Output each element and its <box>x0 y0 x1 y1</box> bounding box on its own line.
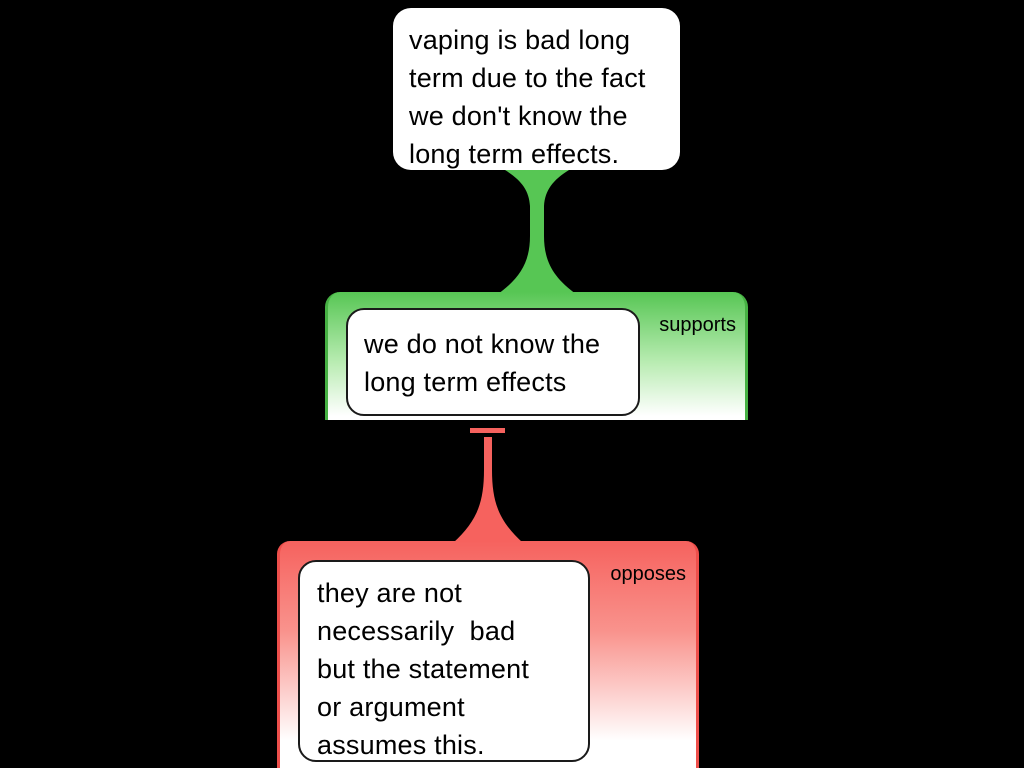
opposes-connector <box>453 437 523 546</box>
opposes-group[interactable]: opposes they are not necessarily bad but… <box>277 541 699 768</box>
supports-group[interactable]: supports we do not know the long term ef… <box>325 292 748 420</box>
opposes-connector-bar <box>470 428 505 433</box>
supports-relation-label: supports <box>659 314 736 336</box>
oppose-premise-node[interactable]: they are not necessarily bad but the sta… <box>298 560 590 762</box>
oppose-premise-text: they are not necessarily bad but the sta… <box>317 578 530 760</box>
supports-connector <box>498 170 576 297</box>
support-premise-node[interactable]: we do not know the long term effects <box>346 308 640 416</box>
root-claim-text: vaping is bad long term due to the fact … <box>409 25 646 169</box>
root-claim-node[interactable]: vaping is bad long term due to the fact … <box>393 8 680 170</box>
opposes-relation-label: opposes <box>610 563 686 585</box>
support-premise-text: we do not know the long term effects <box>364 329 601 397</box>
